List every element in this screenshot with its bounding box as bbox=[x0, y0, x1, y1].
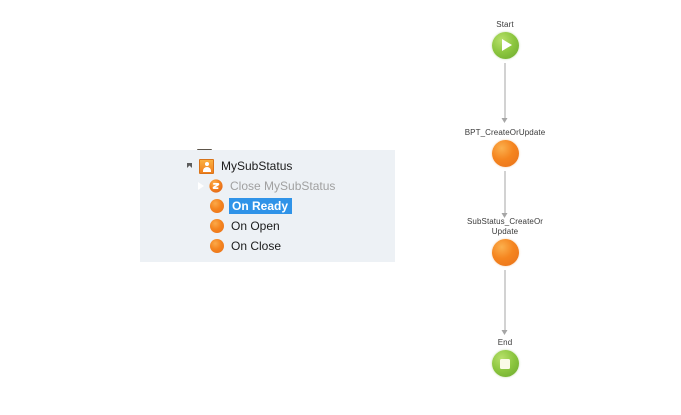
tree-item-label: Close MySubStatus bbox=[230, 179, 336, 193]
connector-substatus-to-end bbox=[504, 270, 506, 332]
flow-node-label: End bbox=[497, 338, 513, 347]
flow-node-label: BPT_CreateOrUpdate bbox=[464, 128, 546, 137]
activity-circle-icon[interactable] bbox=[491, 239, 519, 266]
flow-node-end[interactable]: End bbox=[420, 338, 590, 377]
play-triangle-icon bbox=[501, 39, 512, 51]
connector-arrowhead bbox=[501, 118, 508, 123]
event-arrow-icon bbox=[209, 179, 223, 193]
tree-item-label: On Close bbox=[231, 239, 282, 253]
flow-node-bpt-create-or-update[interactable]: BPT_CreateOrUpdate bbox=[420, 128, 590, 167]
tree-item-on-open[interactable]: On Open bbox=[210, 216, 282, 236]
tree-item-mysubstatus[interactable]: MySubStatus bbox=[186, 156, 294, 176]
tree-item-label: On Ready bbox=[229, 198, 293, 214]
orange-dot-icon bbox=[210, 239, 224, 253]
tree-item-on-close[interactable]: On Close bbox=[210, 236, 283, 256]
connector-bpt-to-substatus bbox=[504, 171, 506, 215]
flow-node-label: Start bbox=[496, 20, 514, 29]
start-circle-icon[interactable] bbox=[491, 32, 519, 59]
tree-item-label: MySubStatus bbox=[221, 159, 293, 173]
flow-node-start[interactable]: Start bbox=[420, 20, 590, 59]
expander-collapse-icon[interactable] bbox=[186, 161, 197, 172]
tree-item-close-mysubstatus[interactable]: Close MySubStatus bbox=[196, 176, 337, 196]
tree-item-on-ready[interactable]: On Ready bbox=[210, 196, 293, 216]
connector-arrowhead bbox=[501, 330, 508, 335]
end-circle-icon[interactable] bbox=[491, 350, 519, 377]
substatus-tree-panel: MySubStatus Close MySubStatus On Ready bbox=[140, 150, 395, 262]
user-icon bbox=[199, 158, 214, 174]
orange-dot-icon bbox=[210, 219, 224, 233]
connector-start-to-bpt bbox=[504, 63, 506, 120]
connector-arrowhead bbox=[501, 213, 508, 218]
activity-circle-icon[interactable] bbox=[491, 140, 519, 167]
flow-node-substatus-create-or-update[interactable]: SubStatus_CreateOr Update bbox=[420, 217, 590, 266]
flow-node-label-line2: Update bbox=[491, 227, 519, 236]
tree-item-label: On Open bbox=[231, 219, 280, 233]
workflow-diagram: Start BPT_CreateOrUpdate SubStatus_Creat… bbox=[420, 0, 590, 415]
flow-node-label-line1: SubStatus_CreateOr bbox=[466, 217, 544, 226]
expander-expand-icon[interactable] bbox=[196, 180, 207, 192]
stop-square-icon bbox=[500, 358, 510, 369]
orange-dot-icon bbox=[210, 199, 224, 213]
